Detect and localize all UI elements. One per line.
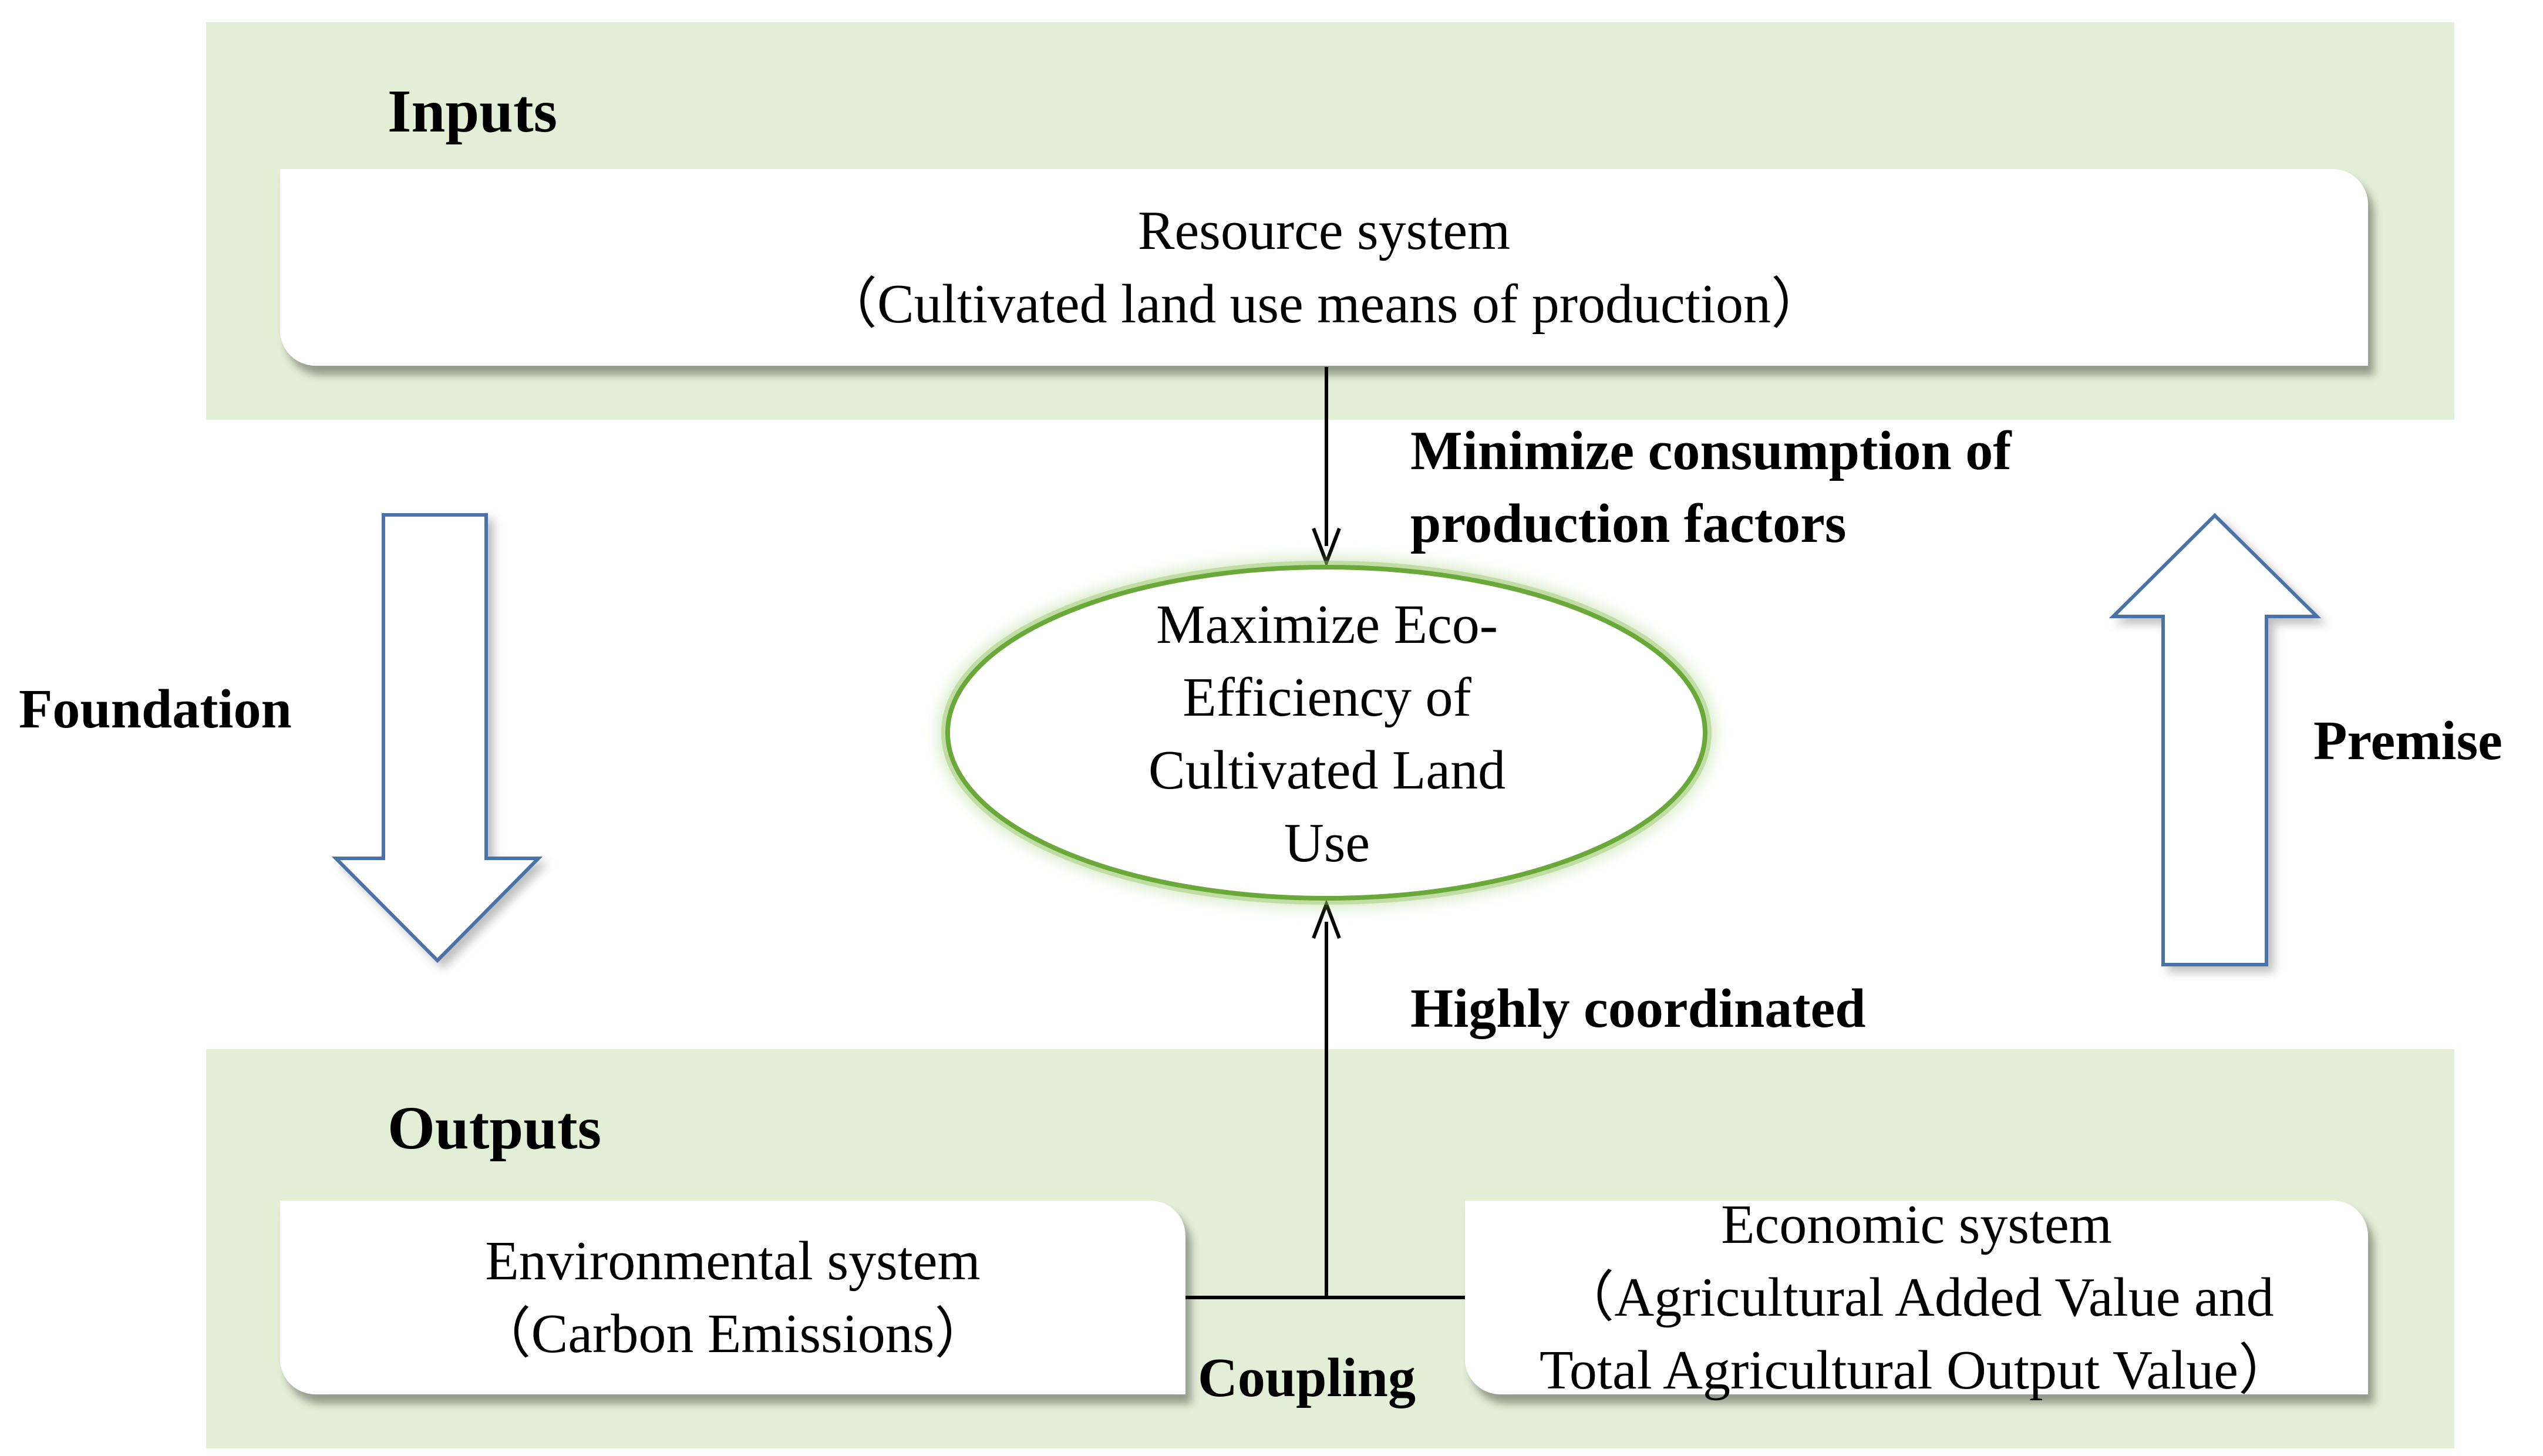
minimize-label-line-2: production factors: [1410, 493, 1847, 555]
environmental-system-box: Environmental system （Carbon Emissions）: [280, 1201, 1185, 1394]
environmental-system-detail: （Carbon Emissions）: [476, 1303, 990, 1364]
economic-system-label: Economic system: [1721, 1194, 2112, 1255]
outputs-title: Outputs: [388, 1094, 602, 1162]
economic-system-detail-2: Total Agricultural Output Value）: [1540, 1340, 2293, 1401]
premise-label: Premise: [2313, 710, 2502, 771]
economic-system-detail-1: （Agricultural Added Value and: [1559, 1266, 2274, 1328]
environmental-system-label: Environmental system: [485, 1230, 981, 1292]
goal-line-2: Efficiency of: [1183, 666, 1471, 728]
goal-line-3: Cultivated Land: [1148, 740, 1506, 801]
foundation-arrow: [331, 513, 543, 963]
highly-coordinated-label: Highly coordinated: [1410, 978, 1866, 1039]
resource-system-detail: （Cultivated land use means of production…: [822, 273, 1826, 335]
inputs-title: Inputs: [388, 77, 558, 145]
economic-system-box: Economic system （Agricultural Added Valu…: [1465, 1194, 2368, 1401]
minimize-label: Minimize consumption of production facto…: [1410, 414, 2012, 560]
eco-efficiency-goal: Maximize Eco- Efficiency of Cultivated L…: [998, 581, 1656, 887]
foundation-label: Foundation: [19, 679, 292, 740]
resource-system-box: Resource system （Cultivated land use mea…: [280, 169, 2368, 366]
coupling-label: Coupling: [1198, 1347, 1416, 1408]
minimize-label-line-1: Minimize consumption of: [1410, 420, 2012, 481]
premise-arrow: [2108, 513, 2322, 966]
resource-system-label: Resource system: [1137, 200, 1511, 262]
goal-line-4: Use: [1284, 813, 1370, 874]
goal-line-1: Maximize Eco-: [1156, 594, 1498, 655]
